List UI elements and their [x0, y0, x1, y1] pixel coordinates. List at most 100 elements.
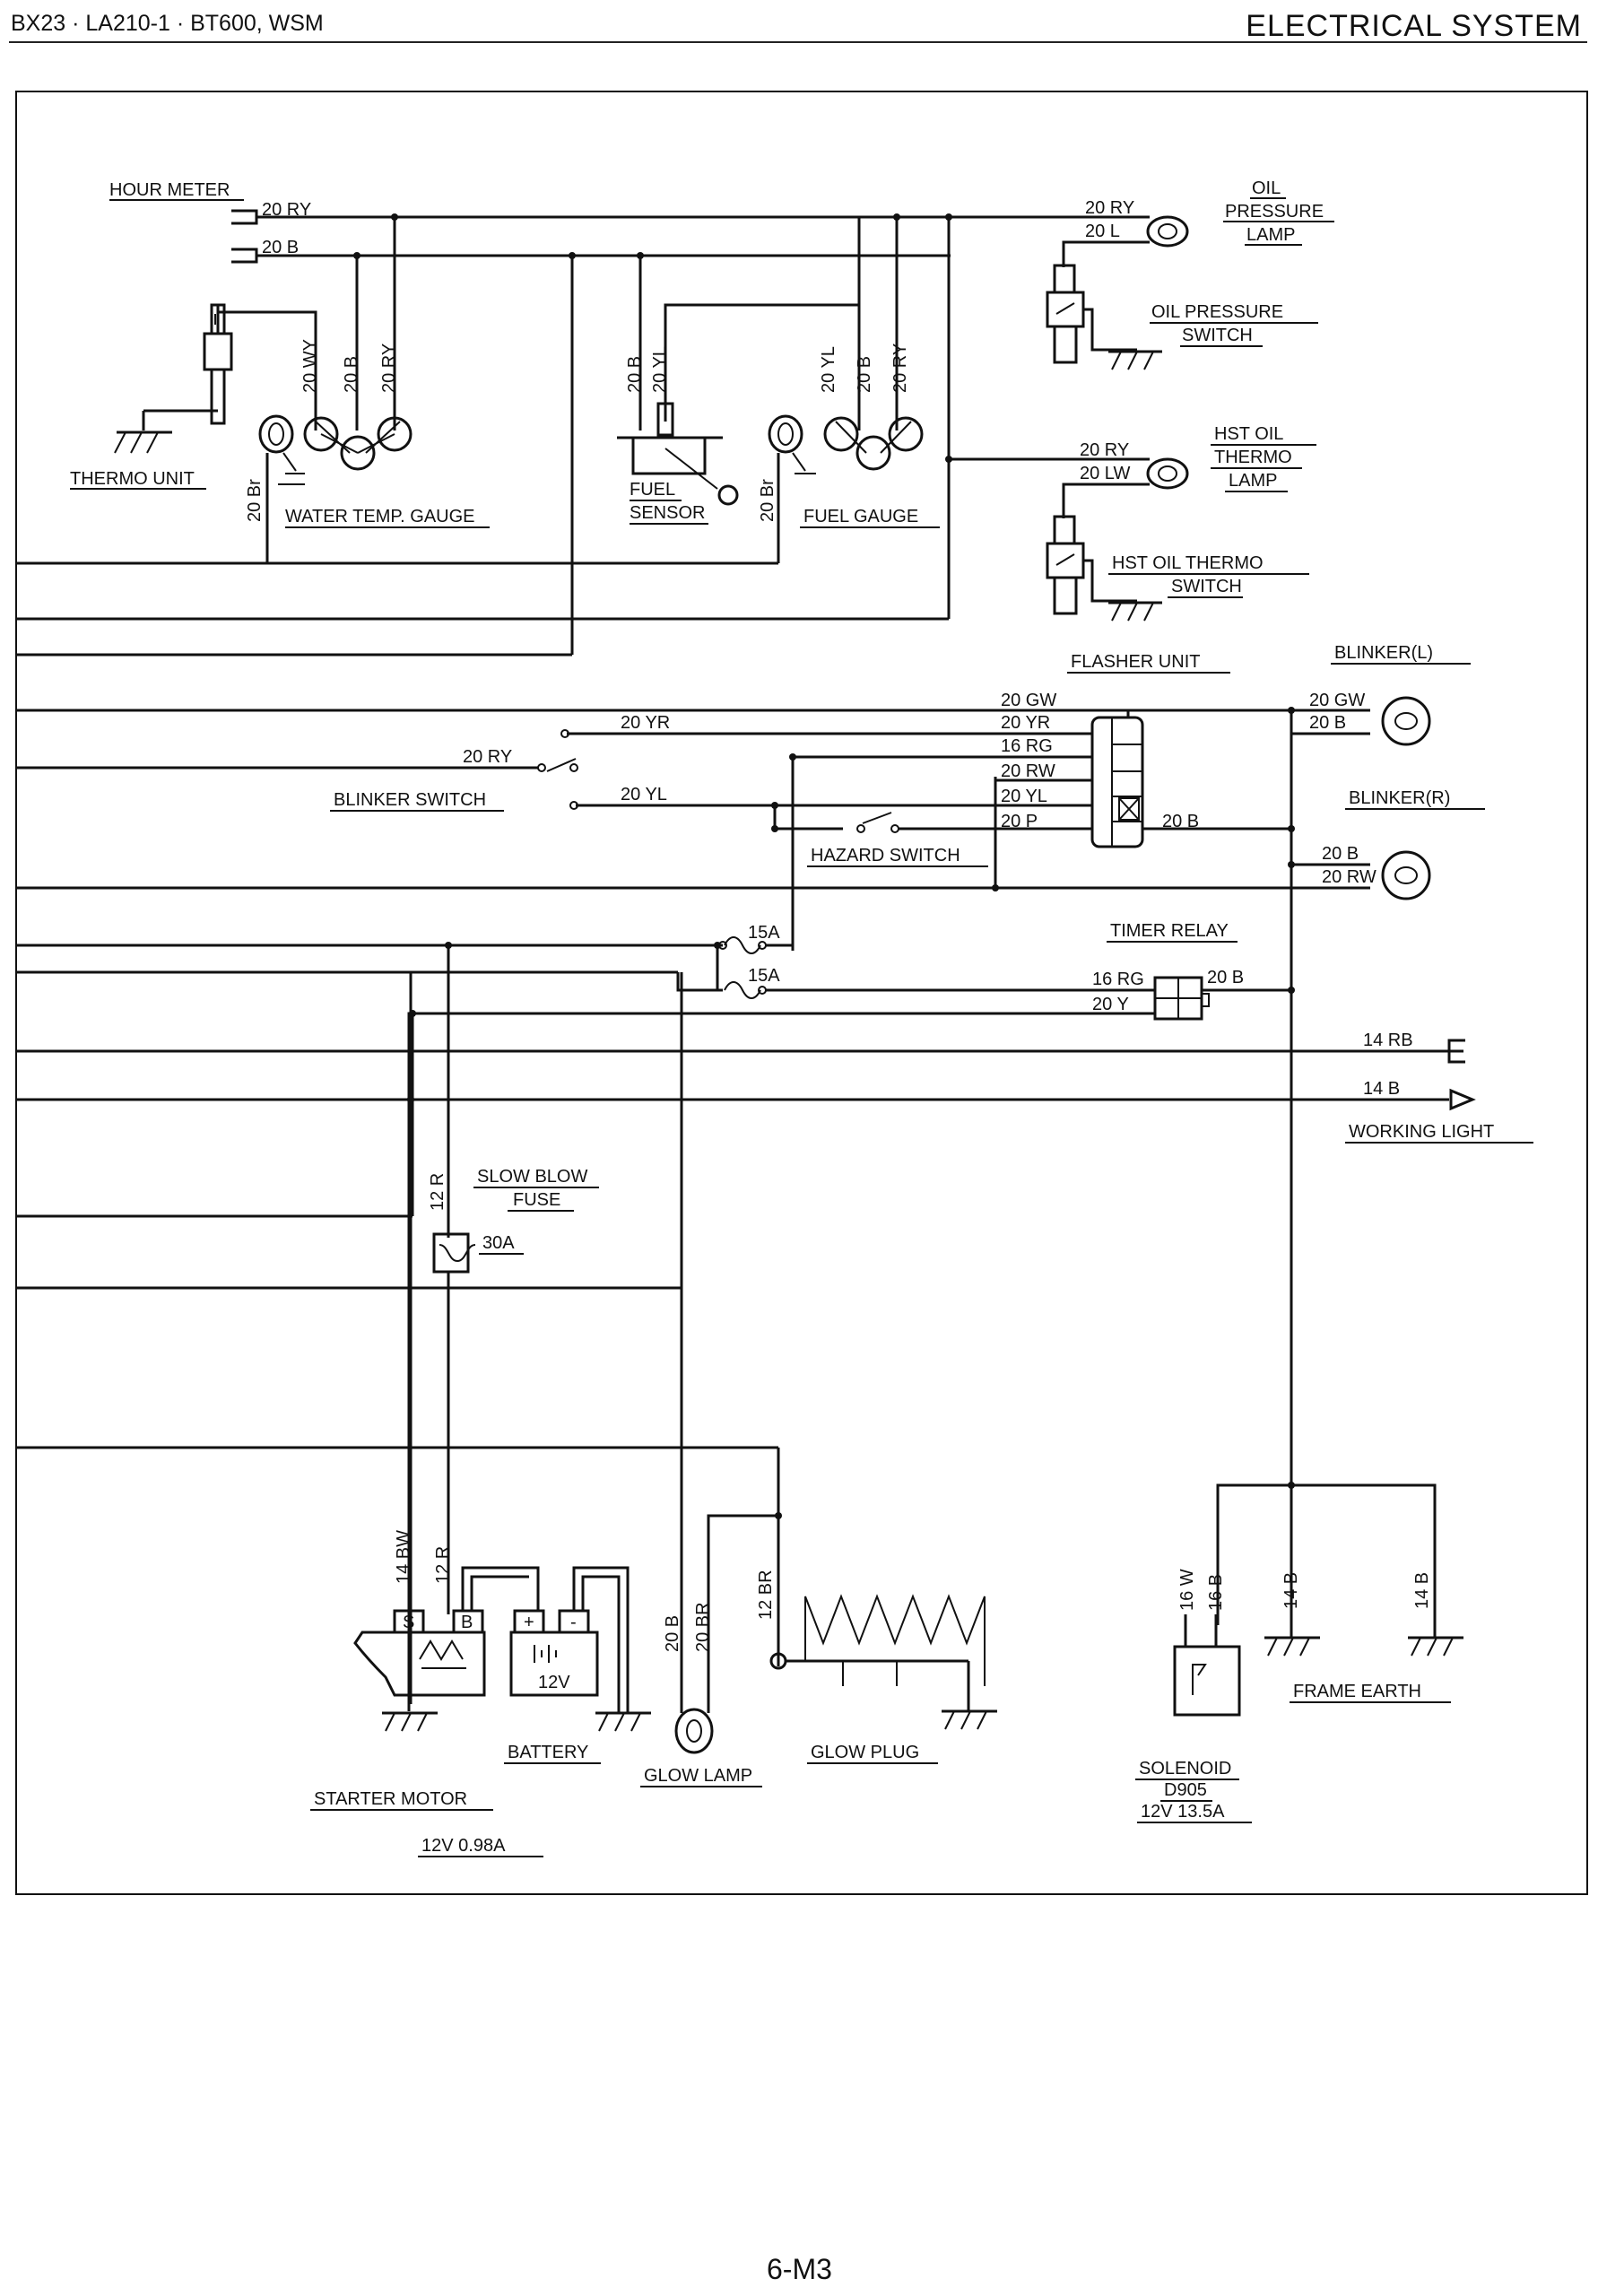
wire-label: 20 Y [1092, 995, 1129, 1014]
hazard-switch: HAZARD SWITCH [771, 753, 995, 951]
wire-label: 20 B [262, 238, 299, 257]
slow-blow-fuse-label: FUSE [513, 1190, 560, 1210]
solenoid-label: SOLENOID [1139, 1759, 1231, 1779]
hst-oil-thermo-switch: HST OIL THERMO SWITCH [1046, 515, 1309, 622]
wire-label: 20 YR [1001, 713, 1050, 733]
glow-plug: 12 BR GLOW PLUG [756, 1570, 997, 1764]
terminal-b: B [461, 1613, 473, 1632]
wire-label: 20 RY [1080, 440, 1129, 460]
solenoid-model: D905 [1164, 1780, 1207, 1800]
blinker-switch: 20 YR 20 RY 20 YL BLINKER SWITCH [16, 713, 670, 812]
wire-label: 16 W [1177, 1569, 1197, 1611]
thermo-unit-label: THERMO UNIT [70, 469, 195, 489]
oil-pressure-lamp-label: LAMP [1246, 225, 1295, 245]
wire-label: 20 RY [379, 344, 399, 393]
hst-oil-thermo-switch-label: HST OIL THERMO [1112, 553, 1264, 573]
oil-pressure-switch-label: OIL PRESSURE [1151, 302, 1283, 322]
wire-label: 20 B [1207, 968, 1244, 987]
hour-meter-group: HOUR METER 20 RY 20 B [109, 180, 311, 264]
diagram-frame [15, 91, 1588, 1895]
glow-lamp-label: GLOW LAMP [644, 1766, 752, 1786]
hst-oil-thermo-lamp-label: THERMO [1214, 448, 1292, 467]
hst-oil-thermo-lamp-label: LAMP [1229, 471, 1277, 491]
solenoid: 16 W 16 B SOLENOID D905 12V 13.5A [1135, 1569, 1252, 1823]
oil-pressure-switch: OIL PRESSURE SWITCH [1046, 264, 1318, 370]
hst-oil-thermo-lamp: 20 RY 20 LW HST OIL THERMO LAMP [945, 424, 1316, 518]
wire-label: 20 B [1162, 812, 1199, 831]
wire-label: 20 B [342, 356, 361, 393]
wire-label: 20 LW [1080, 464, 1130, 483]
oil-pressure-lamp-label: OIL [1252, 178, 1281, 198]
fuse-rating: 15A [748, 923, 780, 943]
oil-pressure-switch-label: SWITCH [1182, 326, 1253, 345]
slow-blow-fuse-label: SLOW BLOW [477, 1167, 587, 1187]
flasher-unit [1090, 710, 1144, 848]
flasher-unit-label: FLASHER UNIT [1071, 652, 1200, 672]
solenoid-rating: 12V 13.5A [1141, 1802, 1225, 1822]
timer-relay: 16 RG 20 Y 20 B [413, 968, 1295, 1021]
wire-label: 20 RW [1001, 761, 1055, 781]
wire-label: 12 BR [756, 1570, 776, 1620]
fuel-sensor-label: FUEL [630, 480, 675, 500]
wire-label: 20 RY [262, 200, 311, 220]
battery-label: BATTERY [508, 1743, 588, 1762]
hazard-switch-label: HAZARD SWITCH [811, 846, 960, 865]
connector-icon [1447, 1039, 1465, 1064]
blinker-l-lamp-icon [1381, 696, 1431, 746]
terminal-s: S [403, 1613, 414, 1632]
connector-arrow-icon [1449, 1088, 1476, 1111]
frame-earth: 14 B 14 B FRAME EARTH [1264, 1572, 1463, 1703]
wire-label: 16 RG [1092, 970, 1144, 989]
wire-label: 14 B [1281, 1572, 1301, 1609]
battery-minus: - [570, 1613, 577, 1632]
blinker-l-label: BLINKER(L) [1334, 643, 1433, 663]
fuel-gauge-label: FUEL GAUGE [803, 507, 918, 526]
wire-label: 20 YL [621, 785, 667, 804]
fuse-15a-2: 15A [16, 944, 1155, 999]
header-section-title: ELECTRICAL SYSTEM [1246, 9, 1582, 43]
wire-label: 20 GW [1001, 691, 1056, 710]
header-model: BX23 · LA210-1 · BT600, WSM [11, 11, 324, 36]
slow-blow-fuse: 12 R SLOW BLOW FUSE 30A [428, 1167, 599, 1274]
battery: + - 12V BATTERY [461, 1566, 651, 1764]
wire-label: 14 RB [1363, 1031, 1413, 1050]
fuse-15a-1: 15A [16, 923, 795, 954]
wire-label: 14 BW [394, 1530, 413, 1584]
oil-pressure-lamp-label: PRESSURE [1225, 202, 1324, 222]
wire-label: 20 L [1085, 222, 1120, 241]
wire-label: 20 RW [1322, 867, 1377, 887]
slow-blow-fuse-rating: 30A [482, 1233, 515, 1253]
glow-plug-label: GLOW PLUG [811, 1743, 919, 1762]
starter-motor-label: STARTER MOTOR [314, 1789, 467, 1809]
fuel-sensor: FUEL SENSOR [617, 402, 739, 525]
wire-label: 12 R [433, 1546, 453, 1584]
working-light-label: WORKING LIGHT [1349, 1122, 1494, 1142]
blinker-r-label: BLINKER(R) [1349, 788, 1450, 808]
water-temp-gauge: WATER TEMP. GAUGE [258, 414, 490, 563]
fuel-gauge: FUEL GAUGE [768, 414, 940, 563]
wire-label: 20 YL [1001, 787, 1047, 806]
header-rule [9, 41, 1587, 43]
battery-plus: + [524, 1613, 534, 1632]
wire-label: 20 GW [1309, 691, 1365, 710]
wire-label: 20 P [1001, 812, 1038, 831]
starter-rating: 12V 0.98A [421, 1836, 506, 1856]
wire-label: 14 B [1412, 1572, 1432, 1609]
glow-lamp: 20 B 20 BR GLOW LAMP [640, 1602, 762, 1787]
wire-label: 20 BR [693, 1602, 713, 1652]
oil-pressure-lamp: 20 RY 20 L OIL PRESSURE LAMP [949, 178, 1334, 267]
wire-label: 20 YL [819, 346, 838, 393]
wire-label: 14 B [1363, 1079, 1400, 1099]
hour-meter-label: HOUR METER [109, 180, 230, 200]
blinker-switch-label: BLINKER SWITCH [334, 790, 486, 810]
battery-voltage: 12V [538, 1673, 570, 1692]
wire-label: 20 B [625, 356, 645, 393]
timer-relay-label: TIMER RELAY [1110, 921, 1229, 941]
fuse-rating: 15A [748, 966, 780, 986]
wire-label: 20 Br [758, 479, 777, 522]
wire-label: 20 RY [890, 344, 910, 393]
wire-label: 20 YL [650, 346, 670, 393]
frame-earth-label: FRAME EARTH [1293, 1682, 1421, 1701]
